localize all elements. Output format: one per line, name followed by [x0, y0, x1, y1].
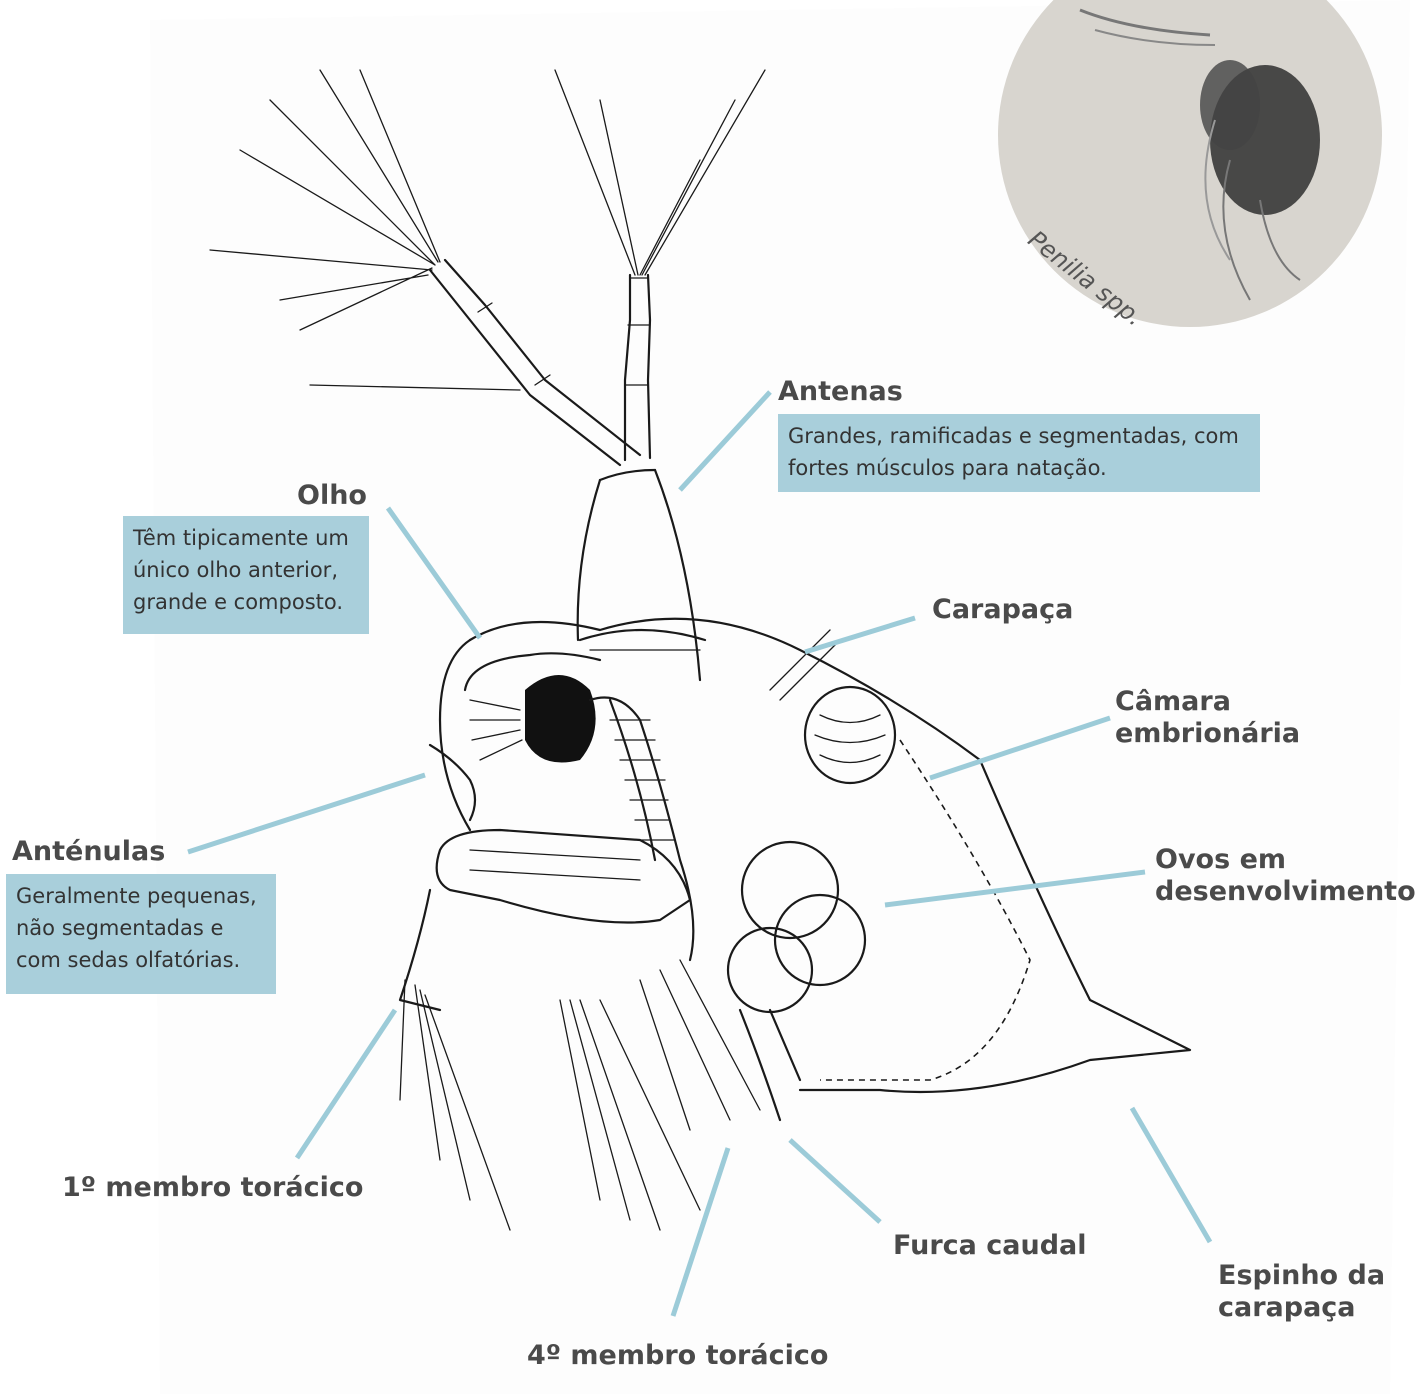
desc-antenulas-line3: com sedas olfatórias.: [16, 944, 266, 976]
desc-olho-line3: grande e composto.: [133, 586, 359, 618]
desc-box-antenulas: Geralmente pequenas, não segmentadas e c…: [6, 874, 276, 994]
desc-olho-line1: Têm tipicamente um: [133, 522, 359, 554]
desc-antenas-line1: Grandes, ramificadas e segmentadas, com: [788, 420, 1250, 452]
label-olho: Olho: [297, 480, 367, 512]
label-ovos: Ovos em desenvolvimento: [1155, 844, 1416, 908]
label-ovos-line2: desenvolvimento: [1155, 876, 1416, 908]
desc-antenulas-line2: não segmentadas e: [16, 912, 266, 944]
label-membro1: 1º membro torácico: [62, 1172, 363, 1204]
desc-box-olho: Têm tipicamente um único olho anterior, …: [123, 516, 369, 634]
label-camara-line1: Câmara: [1115, 686, 1300, 718]
label-antenas: Antenas: [778, 376, 903, 408]
label-camara-line2: embrionária: [1115, 718, 1300, 750]
desc-antenulas-line1: Geralmente pequenas,: [16, 880, 266, 912]
label-ovos-line1: Ovos em: [1155, 844, 1416, 876]
label-espinho-line1: Espinho da: [1218, 1260, 1385, 1292]
desc-olho-line2: único olho anterior,: [133, 554, 359, 586]
label-membro4: 4º membro torácico: [527, 1340, 828, 1372]
label-espinho-line2: carapaça: [1218, 1292, 1385, 1324]
label-espinho: Espinho da carapaça: [1218, 1260, 1385, 1324]
compound-eye: [525, 675, 596, 763]
label-furca: Furca caudal: [893, 1230, 1087, 1262]
desc-antenas-line2: fortes músculos para natação.: [788, 452, 1250, 484]
label-carapaca: Carapaça: [932, 594, 1073, 626]
label-antenulas: Anténulas: [12, 836, 165, 868]
desc-box-antenas: Grandes, ramificadas e segmentadas, com …: [778, 414, 1260, 492]
label-camara-embrionaria: Câmara embrionária: [1115, 686, 1300, 750]
